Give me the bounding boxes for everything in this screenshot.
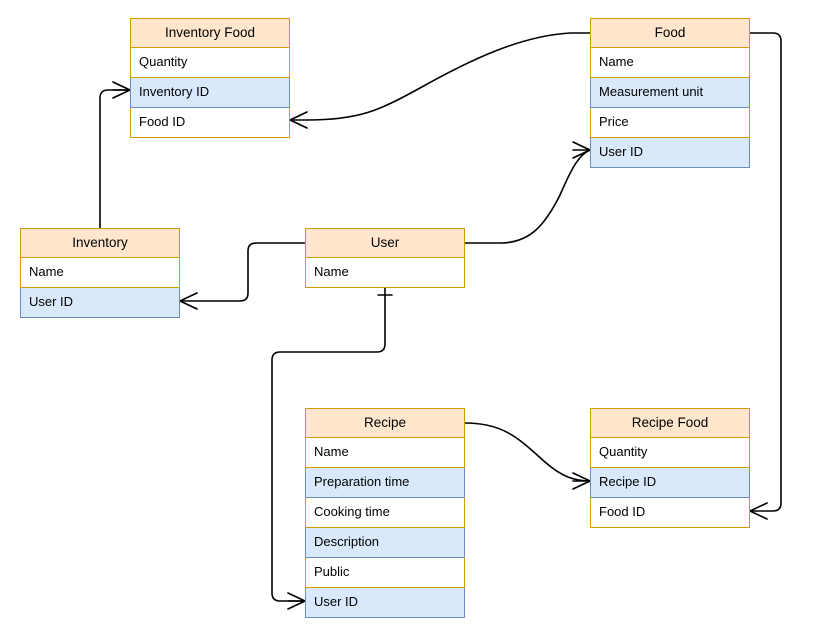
crowsfoot-inventory-food-food-id: [289, 111, 308, 129]
edge-inventory-food-to-food: [289, 32, 591, 121]
attribute-row: User ID: [20, 288, 180, 318]
attribute-row: User ID: [305, 588, 465, 618]
entity-title-inventory-food: Inventory Food: [130, 18, 290, 48]
attribute-row: Price: [590, 108, 750, 138]
entity-inventory[interactable]: Inventory Name User ID: [20, 228, 180, 318]
attribute-row: Name: [20, 258, 180, 288]
attribute-row: Cooking time: [305, 498, 465, 528]
attribute-row: Recipe ID: [590, 468, 750, 498]
entity-inventory-food[interactable]: Inventory Food Quantity Inventory ID Foo…: [130, 18, 290, 138]
attribute-row: User ID: [590, 138, 750, 168]
entity-title-food: Food: [590, 18, 750, 48]
entity-title-user: User: [305, 228, 465, 258]
entity-title-recipe-food: Recipe Food: [590, 408, 750, 438]
entity-title-inventory: Inventory: [20, 228, 180, 258]
attribute-row: Preparation time: [305, 468, 465, 498]
edge-inventory-to-inventory-food: [99, 89, 131, 229]
crowsfoot-recipe-food-food-id: [749, 502, 768, 520]
crowsfoot-recipe-user-id: [287, 592, 306, 610]
crowsfoot-recipe-food-recipe-id: [572, 472, 591, 490]
attribute-row: Quantity: [130, 48, 290, 78]
crowsfoot-inventory-food-inventory-id: [112, 81, 131, 99]
edge-user-to-food: [464, 149, 591, 244]
entity-recipe[interactable]: Recipe Name Preparation time Cooking tim…: [305, 408, 465, 618]
attribute-row: Food ID: [590, 498, 750, 528]
edge-inventory-to-user: [179, 242, 306, 302]
attribute-row: Measurement unit: [590, 78, 750, 108]
edge-recipe-to-recipe-food: [464, 422, 591, 482]
crowsfoot-inventory-user-id: [179, 292, 198, 310]
attribute-row: Name: [305, 258, 465, 288]
attribute-row: Description: [305, 528, 465, 558]
attribute-row: Food ID: [130, 108, 290, 138]
entity-title-recipe: Recipe: [305, 408, 465, 438]
attribute-row: Name: [305, 438, 465, 468]
crowsfoot-food-user-id: [572, 141, 591, 159]
entity-food[interactable]: Food Name Measurement unit Price User ID: [590, 18, 750, 168]
entity-recipe-food[interactable]: Recipe Food Quantity Recipe ID Food ID: [590, 408, 750, 528]
edge-food-to-recipe-food: [749, 32, 782, 512]
attribute-row: Public: [305, 558, 465, 588]
attribute-row: Inventory ID: [130, 78, 290, 108]
attribute-row: Name: [590, 48, 750, 78]
entity-user[interactable]: User Name: [305, 228, 465, 288]
attribute-row: Quantity: [590, 438, 750, 468]
